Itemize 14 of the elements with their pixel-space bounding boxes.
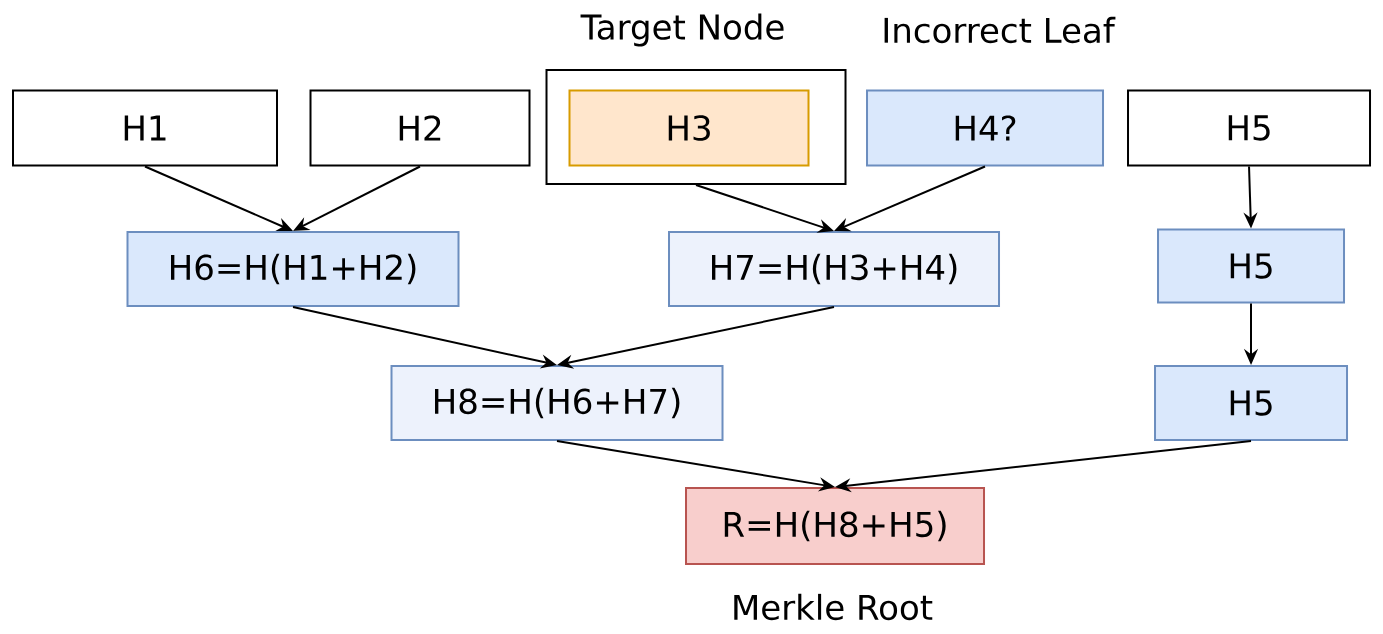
process-box: H1	[12, 89, 278, 167]
process-box: R=H(H8+H5)	[685, 487, 985, 565]
node-caption: Incorrect Leaf	[884, 16, 1116, 44]
process-box: H5	[1157, 228, 1345, 304]
process-box: H3	[568, 89, 810, 167]
process-box: H4?	[866, 89, 1104, 167]
heading: Target Node	[580, 13, 784, 47]
process-box: H8=H(H6+H7)	[390, 365, 724, 441]
process-box: H5	[1127, 89, 1371, 167]
process-box: H5	[1154, 365, 1348, 441]
node-caption: Merkle Root	[734, 593, 933, 621]
process-box: H7=H(H3+H4)	[668, 231, 1000, 307]
process-box: H2	[309, 89, 531, 167]
process-box: H6=H(H1+H2)	[126, 231, 460, 307]
